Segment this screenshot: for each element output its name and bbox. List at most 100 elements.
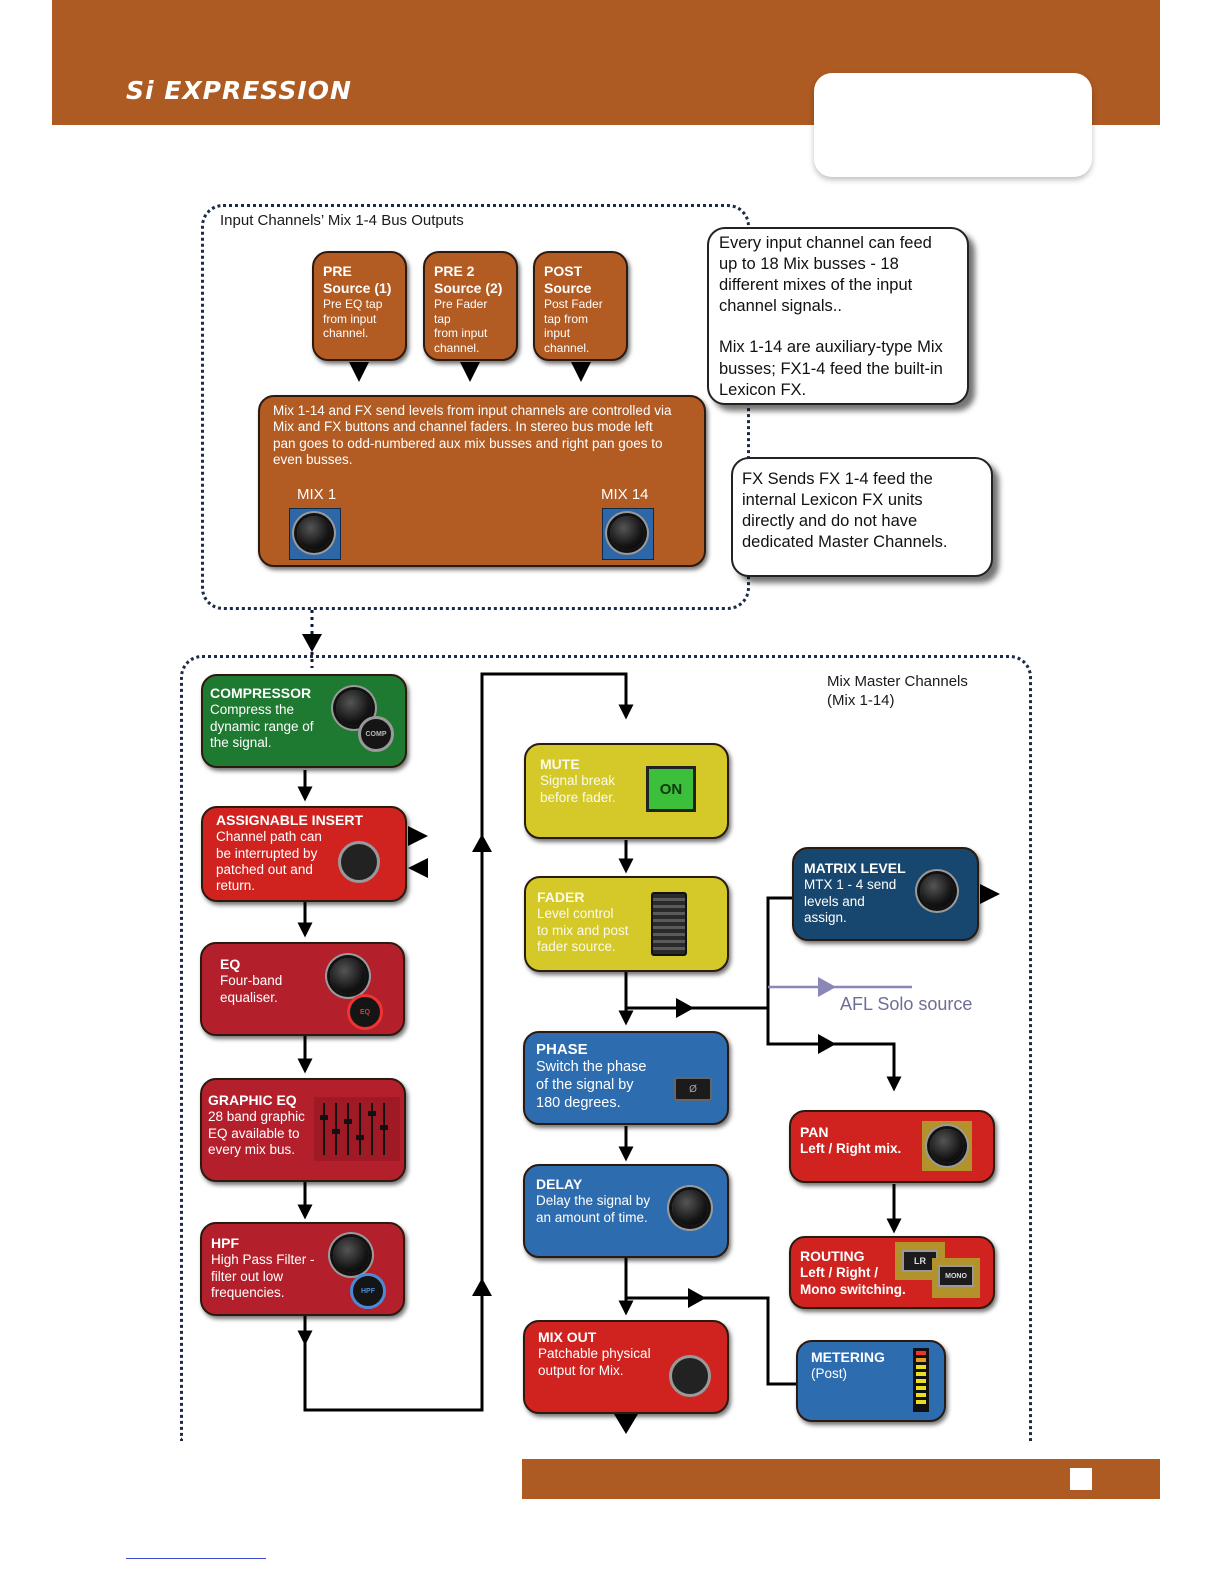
phase-desc-2: of the signal by bbox=[536, 1076, 634, 1093]
fx-sends-note: FX Sends FX 1-4 feed the internal Lexico… bbox=[731, 457, 993, 577]
source-pre-desc-2: from input bbox=[323, 311, 377, 326]
metering-desc: (Post) bbox=[811, 1366, 848, 1382]
source-pre-title: PRE bbox=[323, 263, 352, 279]
mix-out-desc-2: output for Mix. bbox=[538, 1362, 624, 1378]
insert-desc-3: patched out and bbox=[216, 862, 313, 878]
routing-title: ROUTING bbox=[800, 1248, 865, 1264]
arrow-pre bbox=[349, 362, 369, 382]
hpf-button-icon[interactable]: HPF bbox=[350, 1273, 386, 1309]
pan-title: PAN bbox=[800, 1124, 829, 1140]
mix-out-desc-1: Patchable physical bbox=[538, 1346, 651, 1362]
note-fx-line-2: internal Lexicon FX units bbox=[742, 491, 923, 510]
header-card bbox=[814, 73, 1092, 177]
send-levels-text-2: Mix and FX buttons and channel faders. I… bbox=[273, 419, 653, 435]
footer-link-line bbox=[126, 1558, 266, 1559]
matrix-knob-icon[interactable] bbox=[920, 874, 954, 908]
matrix-desc-1: MTX 1 - 4 send bbox=[804, 877, 897, 893]
note-feed-line-2: up to 18 Mix busses - 18 bbox=[719, 255, 899, 274]
eq-title: EQ bbox=[220, 956, 241, 972]
source-pre2-desc-3: channel. bbox=[434, 341, 480, 356]
note-fx-line-3: directly and do not have bbox=[742, 512, 918, 531]
phase-title: PHASE bbox=[536, 1041, 588, 1058]
phase-desc-1: Switch the phase bbox=[536, 1059, 647, 1076]
compressor-title: COMPRESSOR bbox=[210, 685, 312, 701]
mix-1-label: MIX 1 bbox=[297, 486, 337, 503]
pan-knob-icon[interactable] bbox=[930, 1129, 964, 1163]
insert-title: ASSIGNABLE INSERT bbox=[216, 812, 364, 828]
level-meter-icon bbox=[913, 1348, 929, 1412]
fader-title: FADER bbox=[537, 889, 585, 905]
insert-desc-4: return. bbox=[216, 878, 256, 894]
mix-14-label: MIX 14 bbox=[601, 486, 649, 503]
mute-on-button[interactable]: ON bbox=[646, 766, 696, 812]
source-pre2-title: PRE 2 bbox=[434, 263, 475, 279]
mix-out-title: MIX OUT bbox=[538, 1329, 597, 1345]
note-fx-line-4: dedicated Master Channels. bbox=[742, 533, 948, 552]
graphic-eq-desc-2: EQ available to bbox=[208, 1125, 300, 1141]
afl-solo-label: AFL Solo source bbox=[840, 994, 973, 1014]
eq-knob-icon[interactable] bbox=[330, 958, 366, 994]
note-feed-line-1: Every input channel can feed bbox=[719, 234, 932, 252]
hpf-title: HPF bbox=[211, 1235, 239, 1251]
metering-title: METERING bbox=[811, 1349, 885, 1365]
arrow-post bbox=[571, 362, 591, 382]
source-post-box: POST Source Post Fader tap from input ch… bbox=[533, 251, 628, 361]
brand-logo: Si EXPRESSION bbox=[126, 76, 352, 105]
note-feed-line-7: busses; FX1-4 feed the built-in bbox=[719, 359, 943, 378]
send-levels-text-4: even busses. bbox=[273, 452, 353, 468]
compressor-desc-3: the signal. bbox=[210, 735, 272, 751]
note-feed-line-6: Mix 1-14 are auxiliary-type Mix bbox=[719, 338, 943, 357]
routing-desc-1: Left / Right / bbox=[800, 1265, 878, 1281]
fader-box: FADER Level control to mix and post fade… bbox=[524, 876, 729, 972]
insert-desc-1: Channel path can bbox=[216, 829, 322, 845]
hpf-desc-2: filter out low bbox=[211, 1268, 284, 1284]
comp-button-icon[interactable]: COMP bbox=[358, 716, 394, 752]
mute-box: MUTE Signal break before fader. bbox=[524, 743, 729, 839]
graphic-eq-title: GRAPHIC EQ bbox=[208, 1092, 297, 1108]
graphic-eq-box: GRAPHIC EQ 28 band graphic EQ available … bbox=[200, 1078, 406, 1182]
input-section-title: Input Channels’ Mix 1-4 Bus Outputs bbox=[220, 212, 464, 229]
mix-14-knob-icon[interactable] bbox=[610, 516, 644, 550]
eq-button-icon[interactable]: EQ bbox=[347, 994, 383, 1030]
phase-desc-3: 180 degrees. bbox=[536, 1094, 621, 1111]
source-pre2-box: PRE 2 Source (2) Pre Fader tap from inpu… bbox=[423, 251, 518, 361]
page-number-box bbox=[1070, 1468, 1092, 1490]
fader-knob-icon[interactable] bbox=[651, 892, 687, 956]
footer-bar bbox=[522, 1459, 1160, 1499]
input-channels-frame bbox=[201, 204, 750, 610]
arrow-pre2 bbox=[460, 362, 480, 382]
routing-mono-button[interactable]: MONO bbox=[938, 1265, 974, 1287]
source-pre2-desc-1: Pre Fader tap bbox=[434, 297, 488, 326]
delay-title: DELAY bbox=[536, 1176, 583, 1192]
source-pre-subtitle: Source (1) bbox=[323, 280, 392, 297]
matrix-title: MATRIX LEVEL bbox=[804, 860, 906, 876]
assignable-insert-box: ASSIGNABLE INSERT Channel path can be in… bbox=[201, 806, 407, 902]
phase-button[interactable]: Ø bbox=[674, 1077, 712, 1101]
mix-1-knob-icon[interactable] bbox=[297, 516, 331, 550]
note-feed-line-4: channel signals.. bbox=[719, 297, 842, 316]
fader-desc-1: Level control bbox=[537, 906, 614, 922]
matrix-desc-3: assign. bbox=[804, 910, 847, 926]
delay-desc-2: an amount of time. bbox=[536, 1209, 648, 1225]
source-pre2-desc-2: from input bbox=[434, 326, 488, 341]
delay-desc-1: Delay the signal by bbox=[536, 1193, 651, 1209]
note-feed-spacer bbox=[719, 317, 957, 337]
delay-box: DELAY Delay the signal by an amount of t… bbox=[523, 1164, 729, 1258]
source-pre2-subtitle: Source (2) bbox=[434, 280, 503, 297]
mix-master-title: Mix Master Channels (Mix 1-14) bbox=[827, 673, 968, 711]
send-levels-text-3: pan goes to odd-numbered aux mix busses … bbox=[273, 435, 663, 451]
hpf-knob-icon[interactable] bbox=[333, 1237, 369, 1273]
source-post-title: POST bbox=[544, 263, 583, 279]
phase-box: PHASE Switch the phase of the signal by … bbox=[523, 1031, 729, 1125]
compressor-desc-1: Compress the bbox=[210, 702, 295, 718]
fader-desc-2: to mix and post bbox=[537, 922, 629, 938]
source-pre-desc-1: Pre EQ tap bbox=[323, 297, 383, 312]
mute-title: MUTE bbox=[540, 756, 580, 772]
compressor-desc-2: dynamic range of bbox=[210, 718, 314, 734]
mix-busses-note: Every input channel can feed up to 18 Mi… bbox=[707, 227, 969, 405]
hpf-desc-1: High Pass Filter - bbox=[211, 1252, 315, 1268]
routing-box: ROUTING Left / Right / Mono switching. bbox=[789, 1236, 995, 1309]
graphic-eq-desc-1: 28 band graphic bbox=[208, 1109, 305, 1125]
delay-knob-icon[interactable] bbox=[672, 1190, 708, 1226]
